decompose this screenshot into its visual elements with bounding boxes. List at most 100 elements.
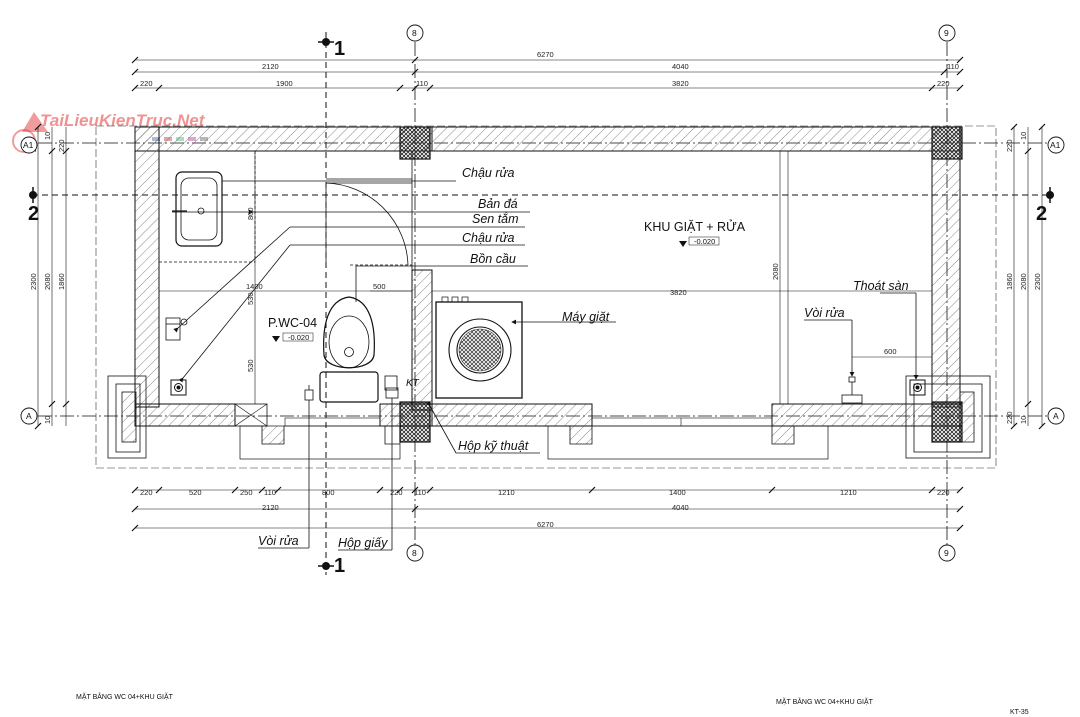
room-name-laundry: KHU GIẶT + RỬA: [644, 219, 746, 234]
dim-top-c: 110: [416, 79, 428, 88]
axis-bubble-a-left: A: [20, 407, 38, 425]
section-2-left-label: 2: [28, 203, 39, 225]
level-marker-laundry: -0.020: [679, 236, 720, 247]
label-chau-rua-1: Chậu rửa: [462, 166, 514, 180]
dim-bot-g: 110: [414, 488, 426, 497]
drawing-title-right: MẶT BẰNG WC 04+KHU GIẶT: [776, 697, 874, 706]
dim-bot-b: 520: [189, 488, 202, 497]
dim-bot-k: 220: [937, 488, 950, 497]
dim-bot-right: 4040: [672, 503, 689, 512]
section-marker-1-bottom: 1: [318, 555, 345, 577]
laundry-faucet: [841, 376, 863, 404]
sink-wc: [172, 171, 223, 247]
section-marker-2-right: 2: [1036, 187, 1054, 225]
dim-bot-i: 1400: [669, 488, 686, 497]
axis-8-bottom-label: 8: [412, 548, 417, 558]
dim-left-b: 2300: [29, 273, 38, 290]
label-chau-rua-2: Chậu rửa: [462, 231, 514, 245]
dim-in-1400: 1400: [246, 282, 263, 291]
label-hop-ky-thuat: Hộp kỹ thuật: [458, 439, 529, 453]
dim-bot-left: 2120: [262, 503, 279, 512]
watermark-text: TaiLieuKienTruc.Net: [40, 111, 206, 130]
floor-drain-laundry: [909, 379, 926, 396]
dim-in-530b: 530: [246, 359, 255, 372]
dim-in-500: 500: [373, 282, 386, 291]
axis-bubble-a1-right: A1: [1047, 136, 1065, 154]
dim-right-e: 220: [1005, 411, 1014, 424]
dim-right-f: 10: [1019, 132, 1028, 140]
toilet: [319, 296, 398, 403]
dim-in-530a: 530: [246, 292, 255, 305]
washing-machine: [435, 296, 523, 399]
level-wc: -0.020: [288, 333, 309, 342]
level-marker-wc: -0.020: [272, 332, 314, 342]
tech-box: [385, 387, 399, 426]
dim-top-b: 1900: [276, 79, 293, 88]
section-marker-1-top: 1: [318, 38, 345, 60]
axis-bubble-a-right: A: [1047, 407, 1065, 425]
dim-left-f: 10: [43, 132, 52, 140]
dim-bot-a: 220: [140, 488, 153, 497]
dim-left-g: 10: [43, 416, 52, 424]
dim-bot-total: 6270: [537, 520, 554, 529]
axis-8-top-label: 8: [412, 28, 417, 38]
label-sen-tam: Sen tắm: [472, 211, 519, 226]
label-voi-rua-bottom: Vòi rửa: [258, 534, 299, 548]
dim-left-e: 220: [57, 139, 66, 152]
dim-top-left: 2120: [262, 62, 279, 71]
dim-bot-f: 220: [390, 488, 403, 497]
dim-left-d: 1860: [57, 273, 66, 290]
label-thoat-san: Thoát sàn: [853, 279, 909, 293]
floor-drain-wc: [170, 379, 187, 396]
label-may-giat: Máy giặt: [562, 310, 610, 324]
dim-in-2080: 2080: [771, 263, 780, 280]
dim-right-b: 1860: [1005, 273, 1014, 290]
label-hop-giay: Hộp giấy: [338, 536, 388, 550]
dim-right-a: 220: [1005, 139, 1014, 152]
level-laundry: -0.020: [694, 237, 715, 246]
label-voi-rua-right: Vòi rửa: [804, 306, 845, 320]
walls: [134, 126, 963, 460]
dim-bot-j: 1210: [840, 488, 857, 497]
axis-9-top-label: 9: [944, 28, 949, 38]
axis-a1-right-label: A1: [1050, 140, 1061, 150]
dim-top-e: 220: [937, 79, 950, 88]
dim-bot-h: 1210: [498, 488, 515, 497]
dim-bot-d: 110: [264, 488, 276, 497]
section-marker-2-left: 2: [28, 187, 39, 225]
sheet-number: KT-35: [1010, 709, 1029, 716]
faucet-wc: [304, 385, 314, 401]
dim-top-d: 3820: [672, 79, 689, 88]
dim-top-right: 4040: [672, 62, 689, 71]
label-bon-cau: Bồn cầu: [470, 252, 516, 266]
dim-left-c: 2080: [43, 273, 52, 290]
dim-bot-c: 250: [240, 488, 253, 497]
axis-bubble-8-bottom: 8: [406, 544, 424, 562]
corner-plinths: [107, 375, 991, 459]
drawing-title-left: MẶT BẰNG WC 04+KHU GIẶT: [76, 692, 174, 701]
dim-top-total: 6270: [537, 50, 554, 59]
axis-bubble-a1-left: A1: [20, 136, 38, 154]
axis-bubble-9-top: 9: [938, 24, 956, 42]
dim-in-800: 800: [246, 207, 255, 220]
dim-right-d: 2300: [1033, 273, 1042, 290]
dim-in-600: 600: [884, 347, 897, 356]
label-ban-da: Bản đá: [478, 197, 518, 211]
section-1-top-label: 1: [334, 38, 345, 60]
axis-a1-left-label: A1: [23, 140, 34, 150]
axis-9-bottom-label: 9: [944, 548, 949, 558]
dim-right-g: 10: [1019, 416, 1028, 424]
dim-in-3820: 3820: [670, 288, 687, 297]
axis-a-right-label: A: [1053, 411, 1059, 421]
dim-bot-e: 800: [322, 488, 335, 497]
label-kt-tag: KT: [406, 378, 420, 389]
axis-bubble-9-bottom: 9: [938, 544, 956, 562]
dim-right-c: 2080: [1019, 273, 1028, 290]
axis-bubble-8-top: 8: [406, 24, 424, 42]
section-2-right-label: 2: [1036, 203, 1047, 225]
axis-a-left-label: A: [26, 411, 32, 421]
shower-head: [165, 317, 188, 341]
room-name-wc: P.WC-04: [268, 316, 317, 330]
section-1-bottom-label: 1: [334, 555, 345, 577]
